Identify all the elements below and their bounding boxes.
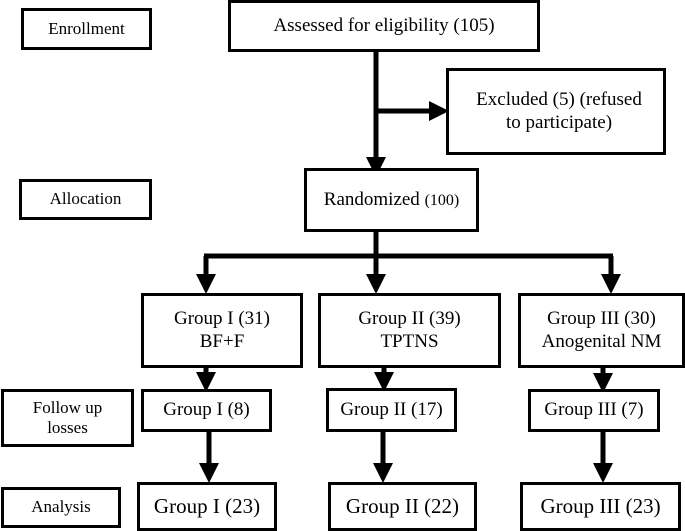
assessed-text: Assessed for eligibility (105) [273, 15, 494, 38]
group-1-analysis-box: Group I (23) [137, 482, 277, 531]
assessed-label: Assessed for eligibility [273, 14, 449, 36]
group-3-loss: Group III (7) [544, 399, 644, 421]
group-1-name: Group I (31) [173, 307, 271, 329]
stage-allocation-label: Allocation [49, 189, 122, 209]
assessed-count: (105) [453, 14, 495, 36]
group-1-treatment: BF+F [199, 330, 245, 352]
group-1-analysis: Group I (23) [153, 493, 261, 518]
group-1-loss-box: Group I (8) [141, 389, 272, 432]
group-1-loss: Group I (8) [163, 399, 250, 421]
group-3-box: Group III (30) Anogenital NM [518, 293, 685, 368]
group-3-name: Group III (30) [547, 307, 656, 329]
stage-allocation: Allocation [19, 179, 152, 220]
stage-analysis-label: Analysis [31, 497, 91, 517]
randomized-box: Randomized (100) [304, 168, 479, 232]
group-2-analysis: Group II (22) [345, 493, 460, 518]
group-2-name: Group II (39) [358, 307, 461, 329]
excluded-box: Excluded (5) (refused to participate) [446, 68, 666, 155]
stage-enrollment: Enrollment [21, 8, 152, 50]
randomized-label: Randomized [323, 188, 420, 210]
stage-followup-label-line1: Follow up [32, 397, 103, 417]
stage-analysis: Analysis [1, 487, 121, 528]
group-2-analysis-box: Group II (22) [328, 482, 477, 531]
randomized-count: (100) [424, 191, 460, 209]
assessed-box: Assessed for eligibility (105) [228, 0, 540, 52]
randomized-text: Randomized (100) [324, 189, 459, 212]
group-1-box: Group I (31) BF+F [141, 293, 303, 368]
group-2-treatment: TPTNS [380, 330, 439, 352]
group-2-loss-box: Group II (17) [326, 388, 457, 432]
group-3-analysis-box: Group III (23) [520, 482, 681, 531]
stage-followup-label-line2: losses [47, 418, 88, 437]
stage-followup: Follow up losses [1, 389, 134, 447]
excluded-line1: Excluded (5) (refused [476, 88, 642, 110]
stage-enrollment-label: Enrollment [48, 18, 125, 38]
group-2-loss: Group II (17) [340, 398, 443, 420]
group-3-treatment: Anogenital NM [541, 330, 662, 352]
excluded-line2: to participate) [505, 111, 613, 133]
group-3-loss-box: Group III (7) [528, 389, 660, 432]
group-3-analysis: Group III (23) [540, 493, 661, 518]
group-2-box: Group II (39) TPTNS [318, 293, 501, 368]
